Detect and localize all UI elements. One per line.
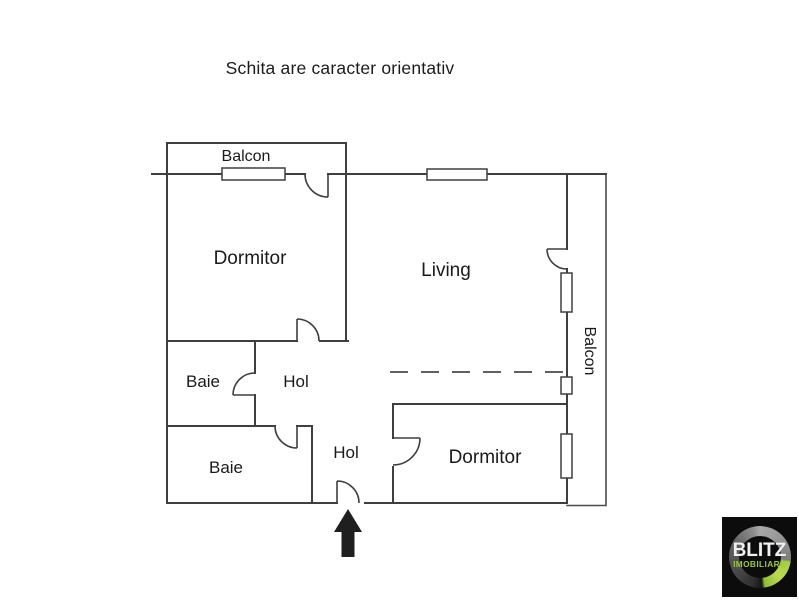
room-label-baie-upper: Baie [186, 372, 220, 391]
room-label-hol-lower: Hol [333, 443, 359, 462]
logo-ring-icon [728, 526, 791, 588]
window-living-top [426, 168, 488, 181]
window-dormitor-top [221, 167, 286, 181]
door-baie-upper [232, 372, 256, 396]
room-label-living: Living [421, 260, 471, 281]
window-balcony-small [560, 376, 573, 395]
entrance-arrow-icon [334, 509, 362, 557]
brand-logo: BLITZ IMOBILIARE [722, 517, 797, 597]
outer-and-inner-walls [151, 142, 607, 504]
door-living-balcony [546, 248, 568, 270]
room-label-balcon-top: Balcon [222, 148, 271, 165]
balcony-outline [566, 174, 607, 507]
doors [232, 173, 568, 504]
door-baie-lower [274, 425, 298, 449]
logo-brand-text: BLITZ [732, 540, 787, 561]
logo-ring-hole [738, 536, 781, 578]
room-label-hol-upper: Hol [283, 372, 309, 391]
walls [151, 142, 607, 504]
door-entrance [336, 480, 360, 504]
room-label-dormitor-lower: Dormitor [449, 447, 523, 468]
window-living-right [560, 272, 573, 313]
logo-sub-text: IMOBILIARE [733, 559, 786, 569]
disclaimer-text: Schita are caracter orientativ [225, 58, 455, 78]
window-dormitor-lower [560, 433, 573, 479]
door-dormitor-top [296, 318, 320, 342]
room-label-baie-lower: Baie [209, 458, 243, 477]
balcony-right-walls [566, 174, 607, 507]
door-dormitor-lower [392, 437, 421, 466]
room-label-dormitor-top: Dormitor [214, 248, 288, 269]
room-label-balcon-right: Balcon [581, 327, 598, 376]
door-balcony-dormitor [304, 173, 329, 198]
windows [221, 167, 573, 479]
